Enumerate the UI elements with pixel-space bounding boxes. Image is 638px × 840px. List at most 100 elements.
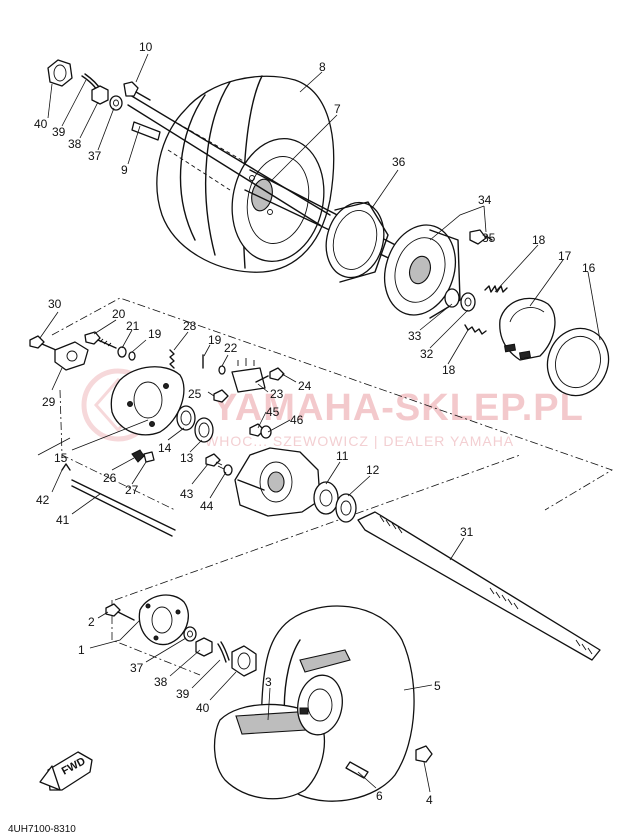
callout-18-upper: 18 [532, 233, 546, 247]
callout-19-pin: 19 [208, 333, 222, 347]
callout-41: 41 [56, 513, 70, 527]
callout-43: 43 [180, 487, 194, 501]
callout-2: 2 [88, 615, 95, 629]
callout-32: 32 [420, 347, 434, 361]
callout-27: 27 [125, 483, 139, 497]
brake-shoes-17 [499, 297, 556, 361]
callout-5: 5 [434, 679, 441, 693]
washer-32 [460, 292, 476, 312]
axle-nut-40-top [47, 59, 73, 87]
bearing-13 [194, 417, 214, 443]
washer-22 [218, 365, 226, 375]
drum-seal-36 [325, 201, 389, 283]
washer-21 [117, 346, 127, 358]
spring-18-upper [484, 285, 508, 293]
nut-38-bottom [195, 637, 213, 657]
callout-23: 23 [270, 387, 284, 401]
nut-38-top [91, 85, 109, 105]
callout-1: 1 [78, 643, 85, 657]
callout-25: 25 [188, 387, 202, 401]
callout-35: 35 [482, 231, 496, 245]
nut-4 [415, 745, 433, 763]
cam-lever-23 [231, 358, 266, 393]
callout-40: 40 [34, 117, 48, 131]
callout-22: 22 [224, 341, 238, 355]
callout-33: 33 [408, 329, 422, 343]
bolt-35 [469, 229, 493, 245]
callout-45: 45 [266, 405, 280, 419]
callout-20: 20 [112, 307, 126, 321]
callout-24: 24 [298, 379, 312, 393]
callout-37: 37 [88, 149, 102, 163]
tire-half-3 [213, 703, 326, 800]
callout-19: 19 [148, 327, 162, 341]
callout-46: 46 [290, 413, 304, 427]
callout-16: 16 [582, 261, 596, 275]
watermark: YAMAHA-SKLEP.PL WHOC... SZEWOWICZ | DEAL… [81, 368, 583, 449]
cotter-pin-39-bottom [217, 641, 230, 663]
callout-6: 6 [376, 789, 383, 803]
callout-39: 39 [52, 125, 66, 139]
oring-33 [444, 288, 460, 308]
seal-16 [546, 327, 610, 397]
brake-drum-34 [384, 224, 461, 319]
callout-7: 7 [334, 102, 341, 116]
section-frames [37, 297, 613, 676]
bolt-20 [84, 331, 117, 349]
callout-36: 36 [392, 155, 406, 169]
spring-28 [169, 349, 175, 369]
callout-38-bottom: 38 [154, 675, 168, 689]
callout-17: 17 [558, 249, 572, 263]
callout-11: 11 [336, 449, 349, 463]
valve-6 [345, 761, 369, 779]
callout-14: 14 [158, 441, 172, 455]
axle-housing [234, 447, 321, 517]
callout-39-bottom: 39 [176, 687, 190, 701]
wheel-rim-front [297, 674, 343, 736]
washer-37-top [109, 95, 123, 111]
pin-42 [61, 463, 71, 471]
bolt-27 [143, 451, 155, 463]
callout-28: 28 [183, 319, 197, 333]
callout-40-bottom: 40 [196, 701, 210, 715]
callout-37-bottom: 37 [130, 661, 144, 675]
callout-31: 31 [460, 525, 474, 539]
bracket-29 [54, 341, 89, 371]
callout-9: 9 [121, 163, 128, 177]
callout-34: 34 [478, 193, 492, 207]
seal-12 [335, 493, 357, 523]
callout-12: 12 [366, 463, 380, 477]
bolt-30 [29, 335, 57, 351]
bolt-10 [123, 81, 151, 101]
callout-labels: 10 8 40 39 38 37 9 7 36 34 35 18 17 16 3… [34, 40, 596, 807]
axle-nut-40-bottom [231, 645, 257, 677]
washer-37-bottom [183, 626, 197, 642]
leader-lines [39, 53, 601, 793]
rod-41 [71, 479, 176, 537]
seal-14 [176, 405, 196, 431]
bolt-2 [105, 603, 135, 621]
callout-21: 21 [126, 319, 140, 333]
callout-15: 15 [54, 451, 68, 465]
callout-10: 10 [139, 40, 153, 54]
washer-46 [260, 425, 272, 439]
callout-44: 44 [200, 499, 214, 513]
hub-1 [138, 594, 189, 646]
callout-13: 13 [180, 451, 194, 465]
spring-18-lower [464, 324, 487, 335]
washer-19a [128, 351, 136, 361]
nut-25 [213, 389, 229, 403]
callout-3: 3 [265, 675, 272, 689]
brake-panel-15 [110, 366, 185, 436]
callout-29: 29 [42, 395, 56, 409]
callout-18-lower: 18 [442, 363, 456, 377]
rear-axle-31 [357, 511, 601, 661]
callout-8: 8 [319, 60, 326, 74]
callout-42: 42 [36, 493, 50, 507]
bolt-24 [255, 367, 285, 383]
watermark-subtitle: WHOC... SZEWOWICZ | DEALER YAMAHA [205, 433, 514, 449]
callout-30: 30 [48, 297, 62, 311]
fwd-direction-badge: FWD [39, 751, 93, 791]
bearing-11 [313, 481, 339, 515]
